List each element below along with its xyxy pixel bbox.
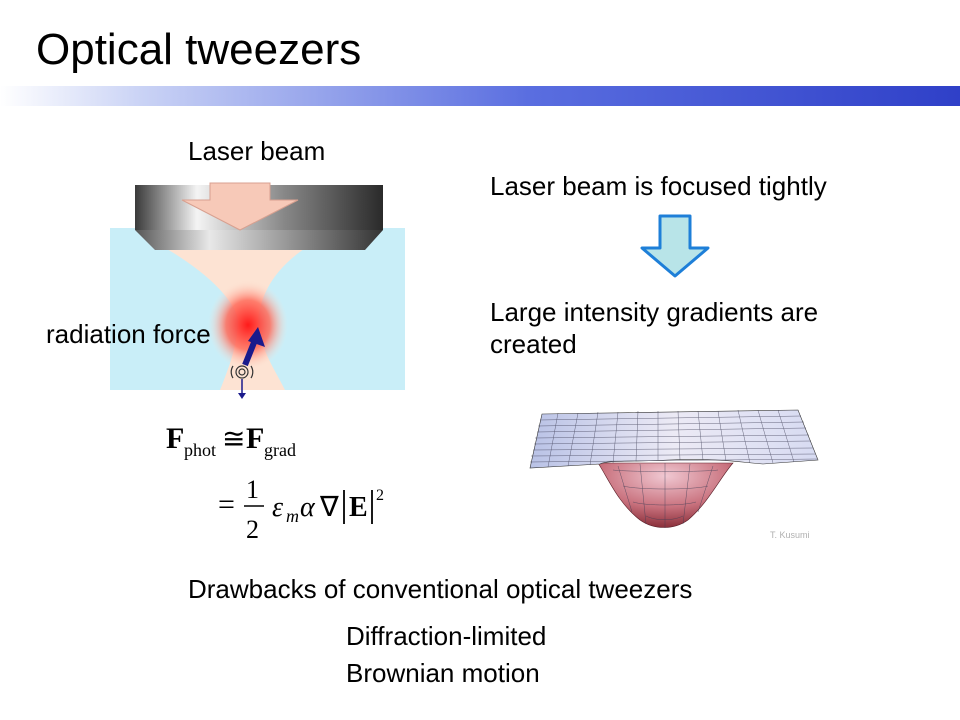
svg-text:2: 2	[246, 515, 259, 544]
down-arrow-icon	[640, 214, 710, 278]
drawback-item: Brownian motion	[346, 658, 540, 688]
svg-text:=: =	[218, 488, 235, 521]
svg-text:F: F	[246, 422, 264, 455]
svg-text:grad: grad	[264, 440, 296, 460]
potential-surface-plot	[529, 409, 819, 528]
focus-spot	[208, 280, 288, 370]
svg-text:1: 1	[246, 475, 259, 504]
svg-text:ε: ε	[272, 492, 283, 523]
svg-text:m: m	[286, 506, 299, 526]
tweezers-diagram	[110, 182, 405, 399]
svg-text:2: 2	[376, 487, 384, 504]
laser-beam-label: Laser beam	[188, 136, 326, 166]
svg-text:∇: ∇	[319, 492, 339, 523]
title-underline-bar	[0, 86, 960, 106]
radiation-force-label: radiation force	[46, 319, 211, 349]
focused-beam-text: Laser beam is focused tightly	[490, 171, 827, 201]
force-arrow-icon	[238, 327, 265, 399]
image-credit: T. Kusumi	[770, 530, 810, 540]
svg-text:E: E	[349, 492, 368, 523]
force-formula: F phot ≅ F grad = 1 2 ε m α ∇ E 2	[166, 422, 384, 544]
page-title: Optical tweezers	[36, 25, 362, 74]
intensity-gradients-text: Large intensity gradients are created	[490, 297, 819, 359]
svg-text:≅: ≅	[222, 424, 245, 455]
trapped-particle-icon	[230, 365, 254, 379]
laser-arrow-icon	[181, 182, 299, 231]
drawbacks-heading: Drawbacks of conventional optical tweeze…	[188, 574, 693, 604]
svg-text:α: α	[300, 492, 316, 523]
objective-lens-tip	[135, 230, 383, 250]
svg-text:F: F	[166, 422, 184, 455]
drawback-item: Diffraction-limited	[346, 621, 547, 651]
svg-text:phot: phot	[184, 440, 216, 460]
